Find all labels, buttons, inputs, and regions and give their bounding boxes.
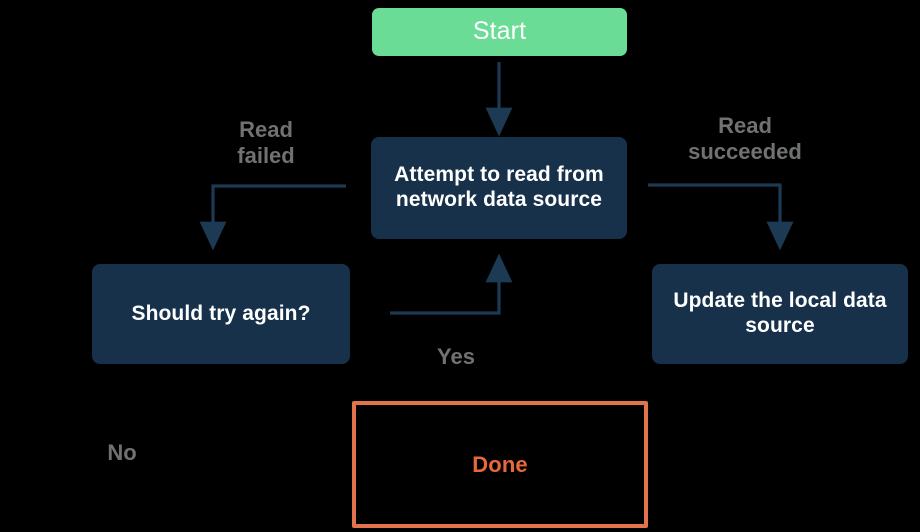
node-should-try-again[interactable]: Should try again?: [92, 264, 350, 364]
edge-label-no: No: [107, 440, 137, 465]
node-done[interactable]: Done: [352, 401, 648, 528]
edge-label-read-succeeded: Read succeeded: [688, 113, 802, 165]
edge-label-read-failed: Read failed: [237, 117, 295, 169]
edge-attempt-to-update: [648, 183, 794, 251]
node-attempt-read[interactable]: Attempt to read from network data source: [371, 137, 627, 239]
node-start[interactable]: Start: [372, 8, 627, 56]
edge-retry-to-attempt: [390, 253, 513, 315]
node-update-local-source[interactable]: Update the local data source: [652, 264, 908, 364]
edge-attempt-to-retry: [199, 184, 346, 251]
edge-label-yes: Yes: [437, 344, 475, 369]
